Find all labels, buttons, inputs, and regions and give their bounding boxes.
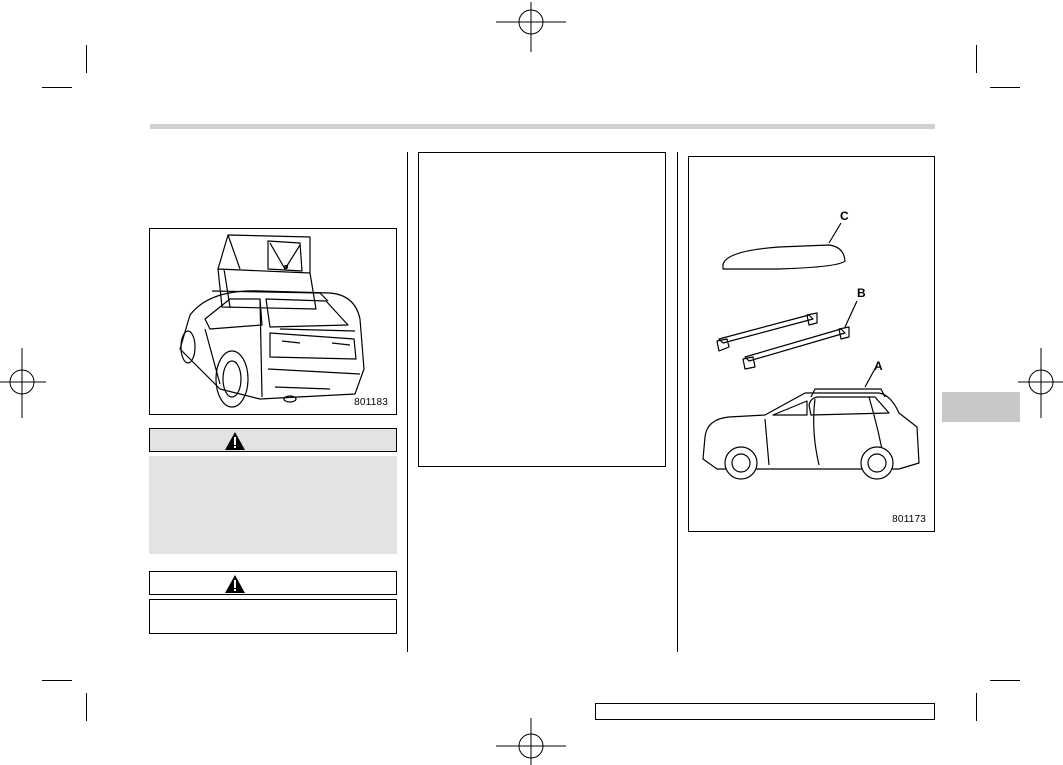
crop-mark [42,87,72,88]
figure-roof-tent: 801183 [149,228,397,415]
caution-header [149,571,397,595]
callout-label-b: B [857,286,866,300]
caution-body [149,599,397,634]
callout-label-a: A [874,359,883,373]
cross-bar-1 [718,314,814,344]
column-divider-right [677,152,678,652]
warning-header [149,428,397,452]
registration-target-right-icon [1018,348,1063,418]
note-box [418,152,666,467]
warning-triangle-icon [225,432,245,450]
footer-page-box [595,703,935,720]
crop-mark [976,45,977,73]
crop-mark [42,680,72,681]
figure-roof-rack: C B A 801173 [688,156,935,532]
suv-roof-tent-illustration [179,234,365,408]
registration-target-bottom-icon [496,718,566,765]
car-body [702,392,920,470]
figure-code: 801183 [354,397,388,408]
registration-target-top-icon [496,2,566,52]
warning-body [149,456,397,554]
chapter-tab [942,392,1020,422]
callout-label-c: C [840,209,849,223]
crop-mark [990,87,1020,88]
cross-bar-2 [744,328,846,362]
column-divider-left [407,152,408,652]
roof-rack-illustration [702,222,920,480]
figure-code: 801173 [892,514,926,525]
warning-triangle-icon [225,575,245,593]
crop-mark [976,693,977,721]
crop-mark [990,680,1020,681]
crop-mark [86,45,87,73]
crop-mark [86,693,87,721]
cargo-box-shape [722,244,846,270]
registration-target-left-icon [0,348,46,418]
header-rule [150,124,935,129]
